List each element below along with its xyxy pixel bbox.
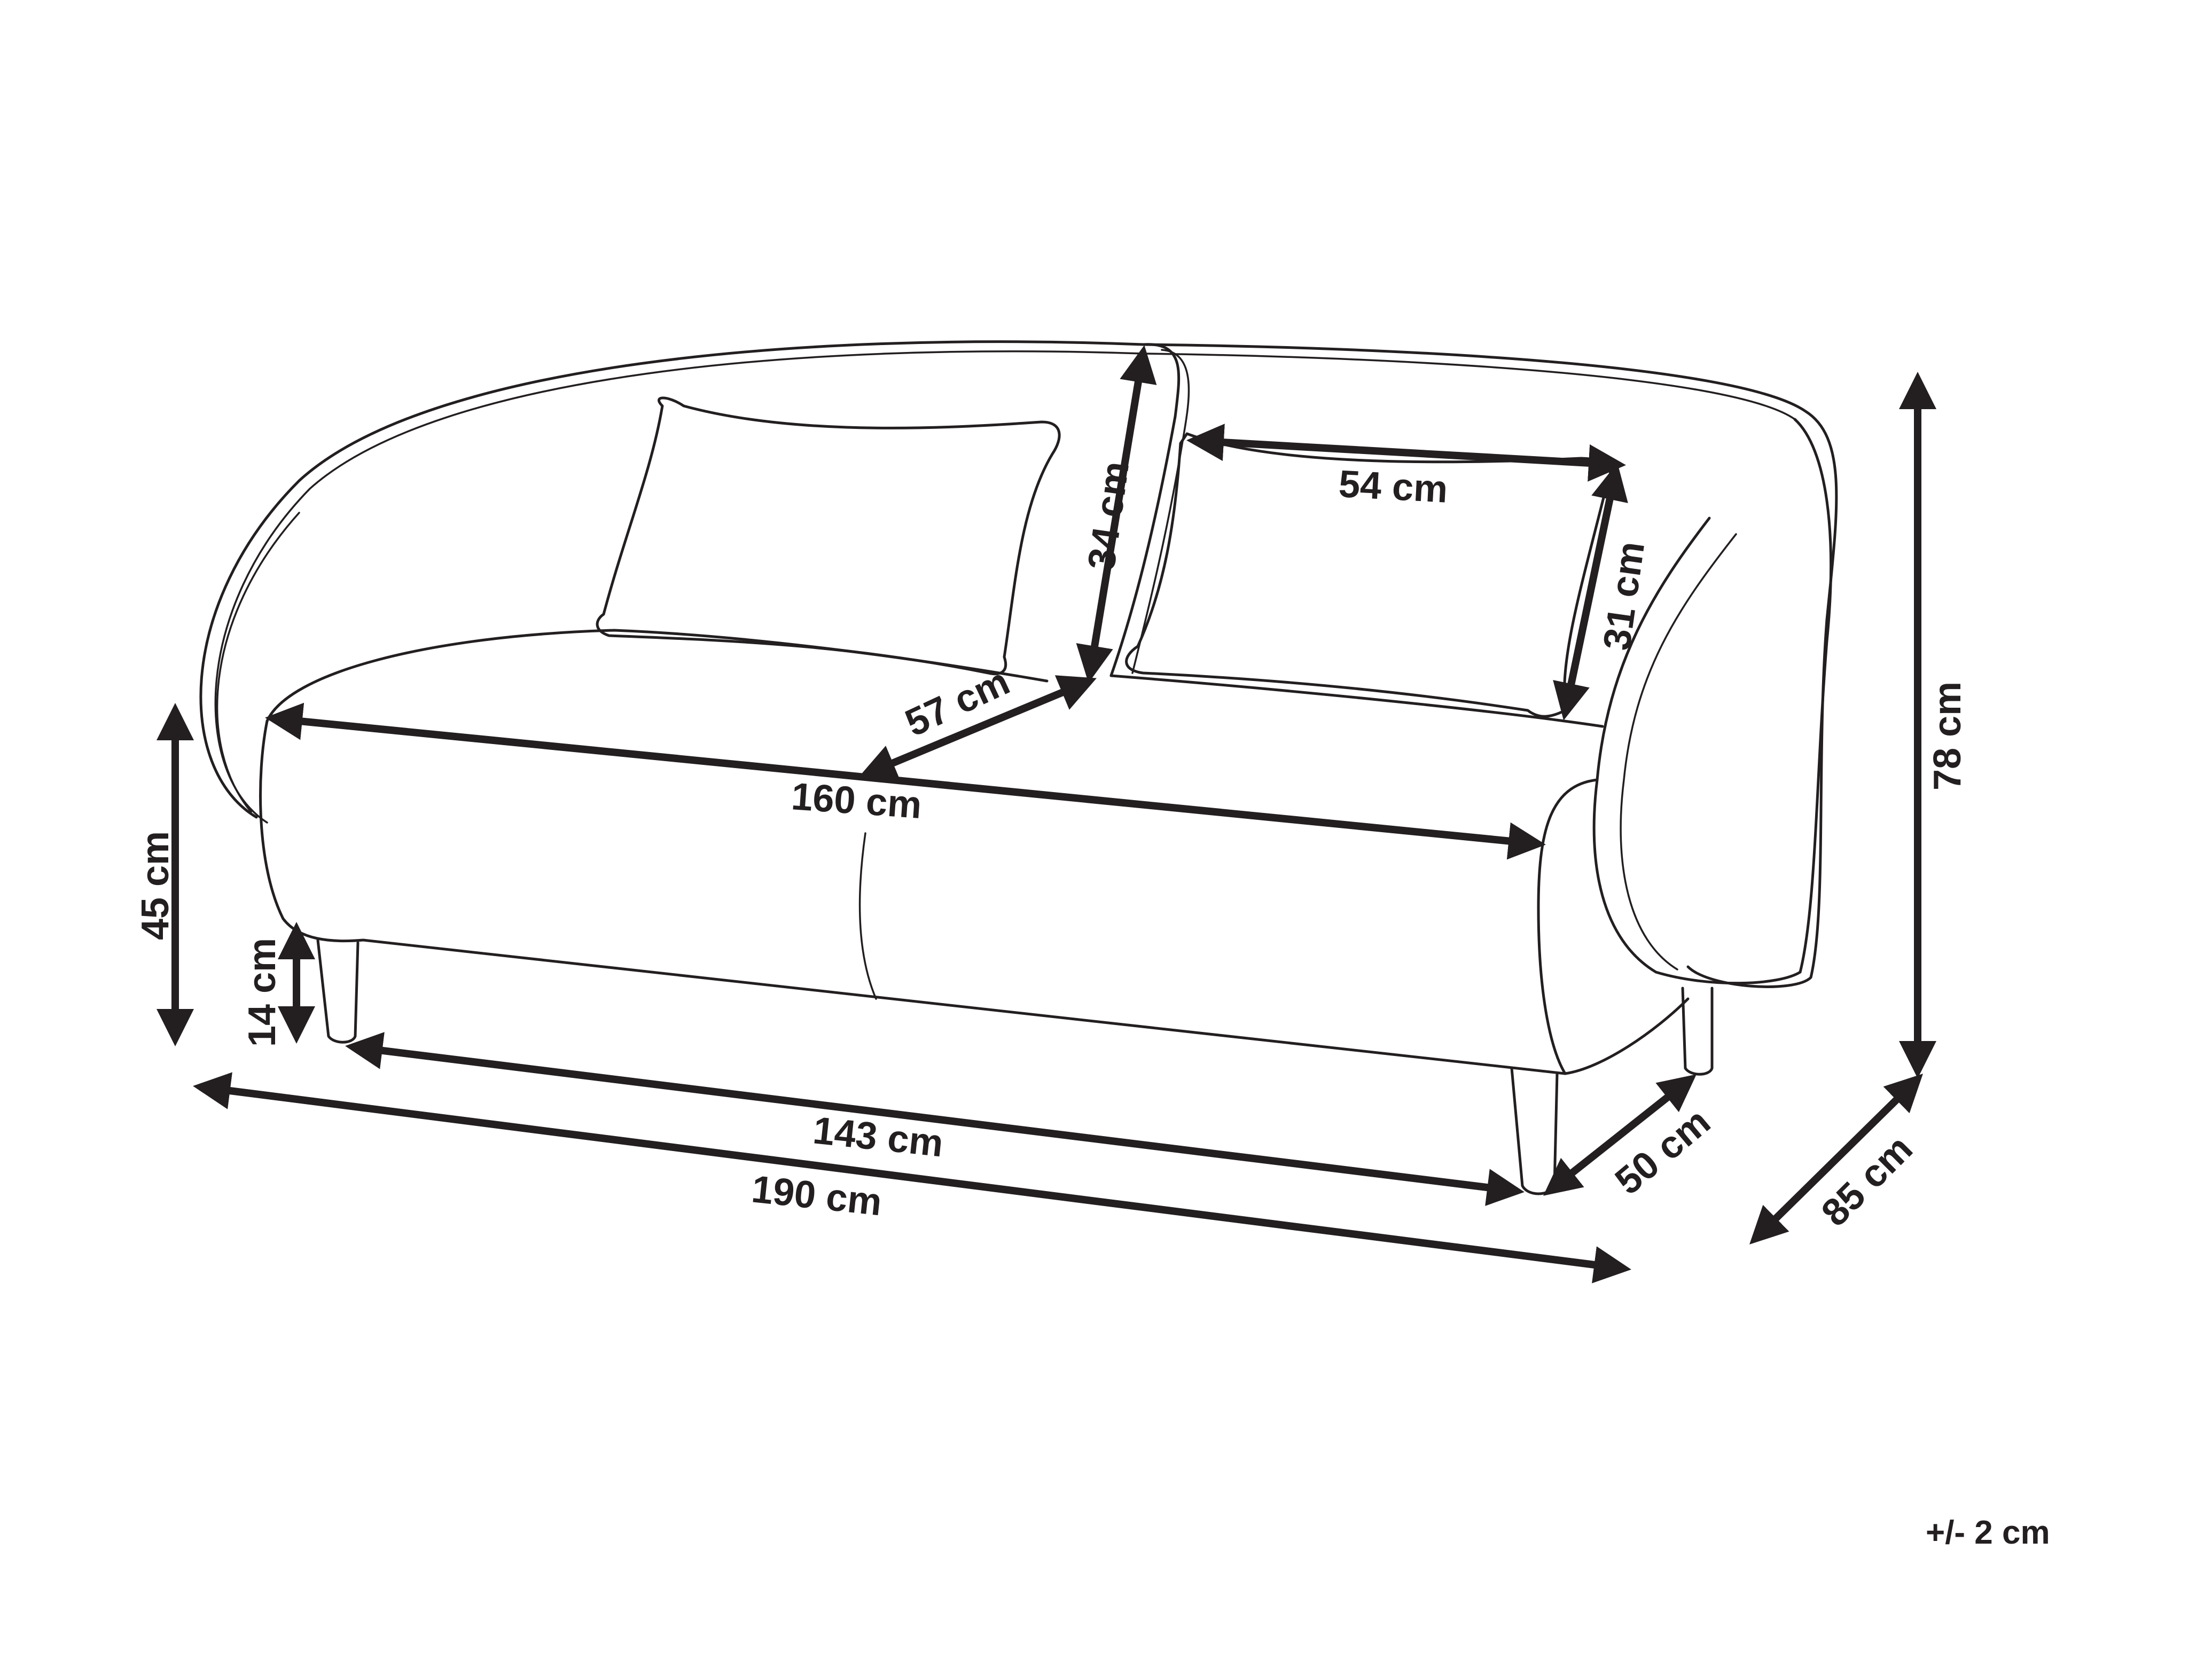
label-leg-height: 14 cm bbox=[241, 938, 284, 1047]
dim-54cm-arrow bbox=[1186, 424, 1626, 482]
label-arm-depth: 50 cm bbox=[1607, 1100, 1718, 1203]
label-pillow-height: 31 cm bbox=[1596, 539, 1653, 653]
label-seat-width: 160 cm bbox=[790, 775, 923, 827]
leg-back-right bbox=[1681, 987, 1714, 1076]
right-arm-inner bbox=[1592, 517, 1802, 985]
left-pillow bbox=[596, 396, 1061, 676]
dim-31cm-arrow bbox=[1553, 463, 1628, 721]
seat-base-bottom bbox=[362, 938, 1567, 1075]
seat-front-face-left bbox=[259, 719, 365, 943]
backrest-outer-inner-edge bbox=[214, 350, 1796, 824]
right-arm-front bbox=[1537, 778, 1599, 1075]
dim-85cm-arrow bbox=[1749, 1074, 1923, 1245]
label-total-depth: 85 cm bbox=[1814, 1127, 1921, 1234]
base-right-side bbox=[1564, 997, 1690, 1075]
sofa-outline bbox=[199, 340, 1838, 1195]
dim-143cm-arrow bbox=[345, 1032, 1525, 1206]
label-seat-height: 45 cm bbox=[134, 831, 177, 940]
dimension-lines bbox=[157, 345, 1936, 1284]
label-tolerance: +/- 2 cm bbox=[1926, 1514, 2050, 1551]
right-arm-inner-2 bbox=[1620, 533, 1737, 971]
seat-cushion-seam bbox=[858, 832, 877, 1000]
label-backrest-height: 34 cm bbox=[1080, 459, 1138, 573]
dim-160cm-arrow bbox=[265, 702, 1546, 860]
dim-190cm-arrow bbox=[193, 1072, 1631, 1284]
seat-front-top-right bbox=[1109, 674, 1604, 728]
dimension-labels: 34 cm 54 cm 31 cm 57 cm 160 cm 45 cm 14 … bbox=[134, 459, 2050, 1551]
leg-front-right bbox=[1510, 1067, 1559, 1195]
dim-50cm-arrow bbox=[1543, 1074, 1697, 1196]
label-pillow-width: 54 cm bbox=[1338, 463, 1449, 511]
label-total-height: 78 cm bbox=[1926, 682, 1969, 791]
right-arm-outer bbox=[1793, 418, 1832, 974]
backrest-right-inner-2 bbox=[1131, 349, 1190, 674]
leg-front-left bbox=[316, 938, 359, 1044]
label-total-width: 190 cm bbox=[749, 1168, 884, 1224]
left-piping bbox=[216, 512, 300, 813]
backrest-outer bbox=[199, 340, 1838, 988]
dim-34cm-arrow bbox=[1076, 345, 1157, 683]
